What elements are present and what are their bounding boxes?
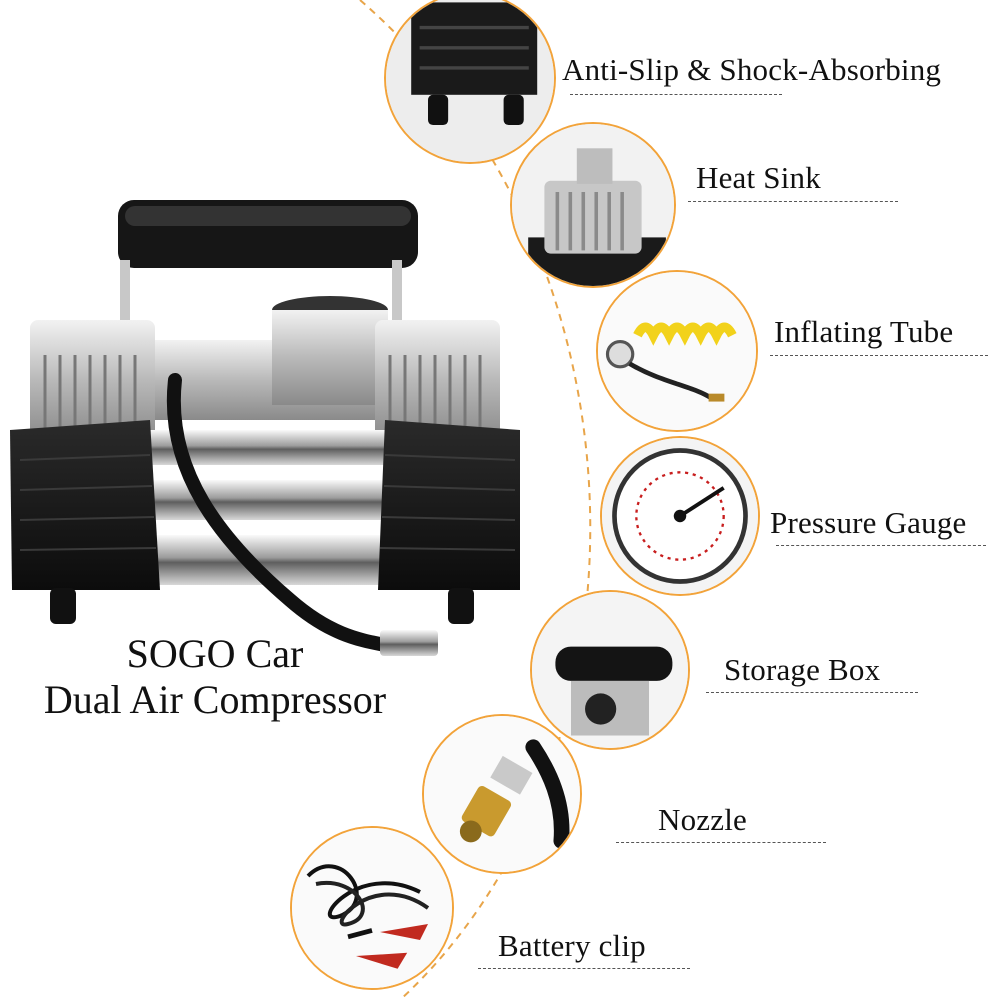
feature-label-storage-box: Storage Box [724,652,881,687]
feature-underline [478,968,690,969]
air-compressor-image [10,200,520,656]
feature-label-pressure-gauge: Pressure Gauge [770,505,967,540]
battery-clip-icon [290,826,454,990]
anti-slip-feet-icon [384,0,556,164]
nozzle-icon [422,714,582,874]
feature-label-anti-slip: Anti-Slip & Shock-Absorbing [562,52,942,87]
feature-underline [770,355,988,356]
pressure-gauge-icon [600,436,760,596]
feature-underline [616,842,826,843]
feature-label-heat-sink: Heat Sink [696,160,821,195]
heat-sink-icon [510,122,676,288]
product-title-line1: SOGO Car [126,631,304,676]
feature-label-inflating-tube: Inflating Tube [774,314,954,349]
feature-label-nozzle: Nozzle [658,802,747,837]
inflating-tube-icon [596,270,758,432]
product-title-line2: Dual Air Compressor [43,677,387,722]
feature-underline [706,692,918,693]
feature-underline [570,94,782,95]
feature-label-battery-clip: Battery clip [498,928,646,963]
feature-underline [776,545,986,546]
feature-underline [688,201,898,202]
storage-box-icon [530,590,690,750]
